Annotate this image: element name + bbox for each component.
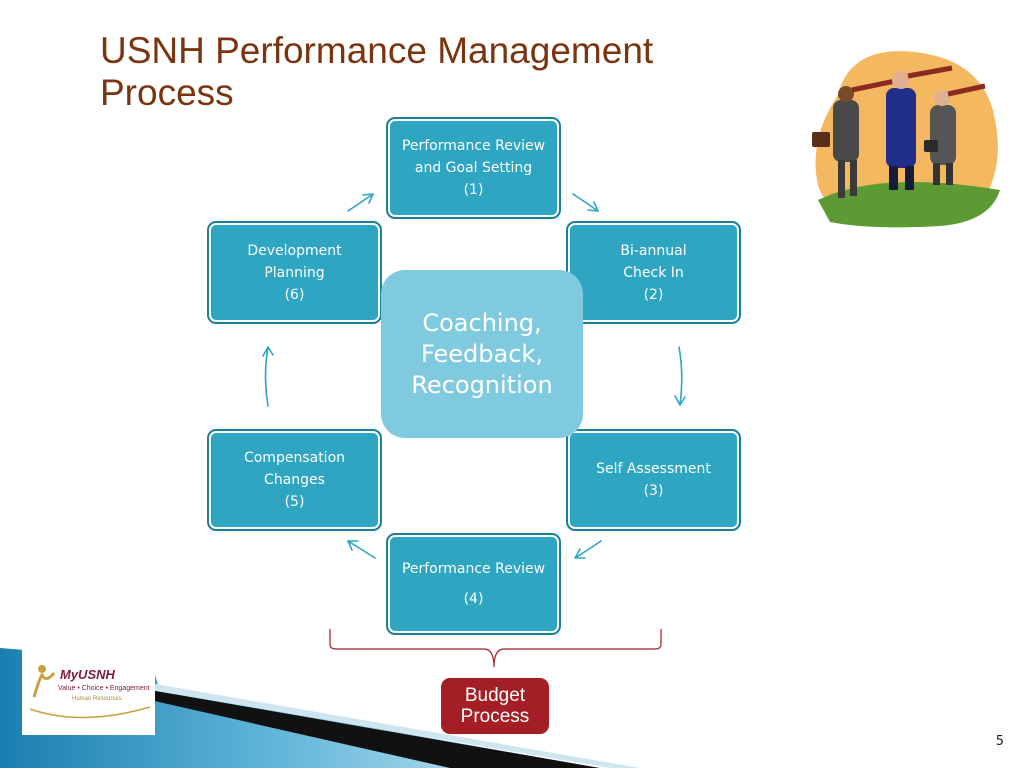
center-line2: Feedback,	[421, 339, 543, 368]
step-5-box: Compensation Changes (5)	[207, 429, 382, 531]
step-6-line2: Planning	[264, 264, 325, 281]
page-number: 5	[995, 734, 1004, 749]
myusnh-logo: MyUSNH Value • Choice • Engagement Human…	[22, 647, 155, 735]
budget-process-box: Budget Process	[441, 678, 549, 734]
step-5-line3: (5)	[284, 494, 305, 510]
step-2-line1: Bi-annual	[620, 242, 687, 259]
step-3-line1: Self Assessment	[596, 461, 711, 477]
arrow-5-to-6	[264, 346, 269, 407]
step-3-line2: (3)	[643, 483, 664, 499]
arrow-1-to-2	[572, 193, 599, 212]
step-2-line2: Check In	[623, 264, 684, 281]
step-2-line3: (2)	[643, 286, 664, 303]
slide-title: USNH Performance Management Process	[100, 30, 780, 114]
budget-brace	[329, 629, 662, 668]
slide-title-line2: Process	[100, 72, 234, 113]
telescope-people-clipart	[812, 51, 1000, 228]
arrow-2-to-3	[678, 346, 683, 406]
step-6-line3: (6)	[284, 286, 305, 303]
step-1-box: Performance Review and Goal Setting (1)	[386, 117, 561, 219]
center-node: Coaching, Feedback, Recognition	[381, 270, 583, 438]
step-5-line1: Compensation	[243, 450, 346, 466]
logo-department: Human Resources	[72, 696, 122, 702]
budget-line1: Budget	[464, 685, 526, 706]
step-6-box: Development Planning (6)	[207, 221, 382, 324]
step-1-line3: (1)	[463, 182, 484, 198]
budget-line2: Process	[460, 706, 530, 727]
step-5-line2: Changes	[264, 472, 325, 488]
light-swoosh	[150, 683, 640, 768]
logo-tagline: Value • Choice • Engagement	[58, 685, 150, 692]
step-4-line1: Performance Review	[401, 561, 546, 577]
logo-figure-icon	[29, 665, 151, 719]
step-6-line1: Development	[247, 242, 342, 259]
step-4-box: Performance Review (4)	[386, 533, 561, 635]
step-3-box: Self Assessment (3)	[566, 429, 741, 531]
center-line3: Recognition	[411, 370, 553, 399]
black-swoosh	[150, 690, 600, 768]
logo-name: MyUSNH	[60, 667, 115, 682]
arrow-6-to-1	[347, 193, 374, 212]
step-1-line1: Performance Review	[401, 138, 546, 154]
center-line1: Coaching,	[422, 308, 542, 337]
step-1-line2: and Goal Setting	[414, 160, 533, 176]
step-4-line2: (4)	[463, 591, 484, 607]
arrow-4-to-5	[347, 540, 376, 559]
slide-title-line1: USNH Performance Management	[100, 30, 654, 71]
arrow-3-to-4	[574, 540, 602, 559]
step-2-box: Bi-annual Check In (2)	[566, 221, 741, 324]
